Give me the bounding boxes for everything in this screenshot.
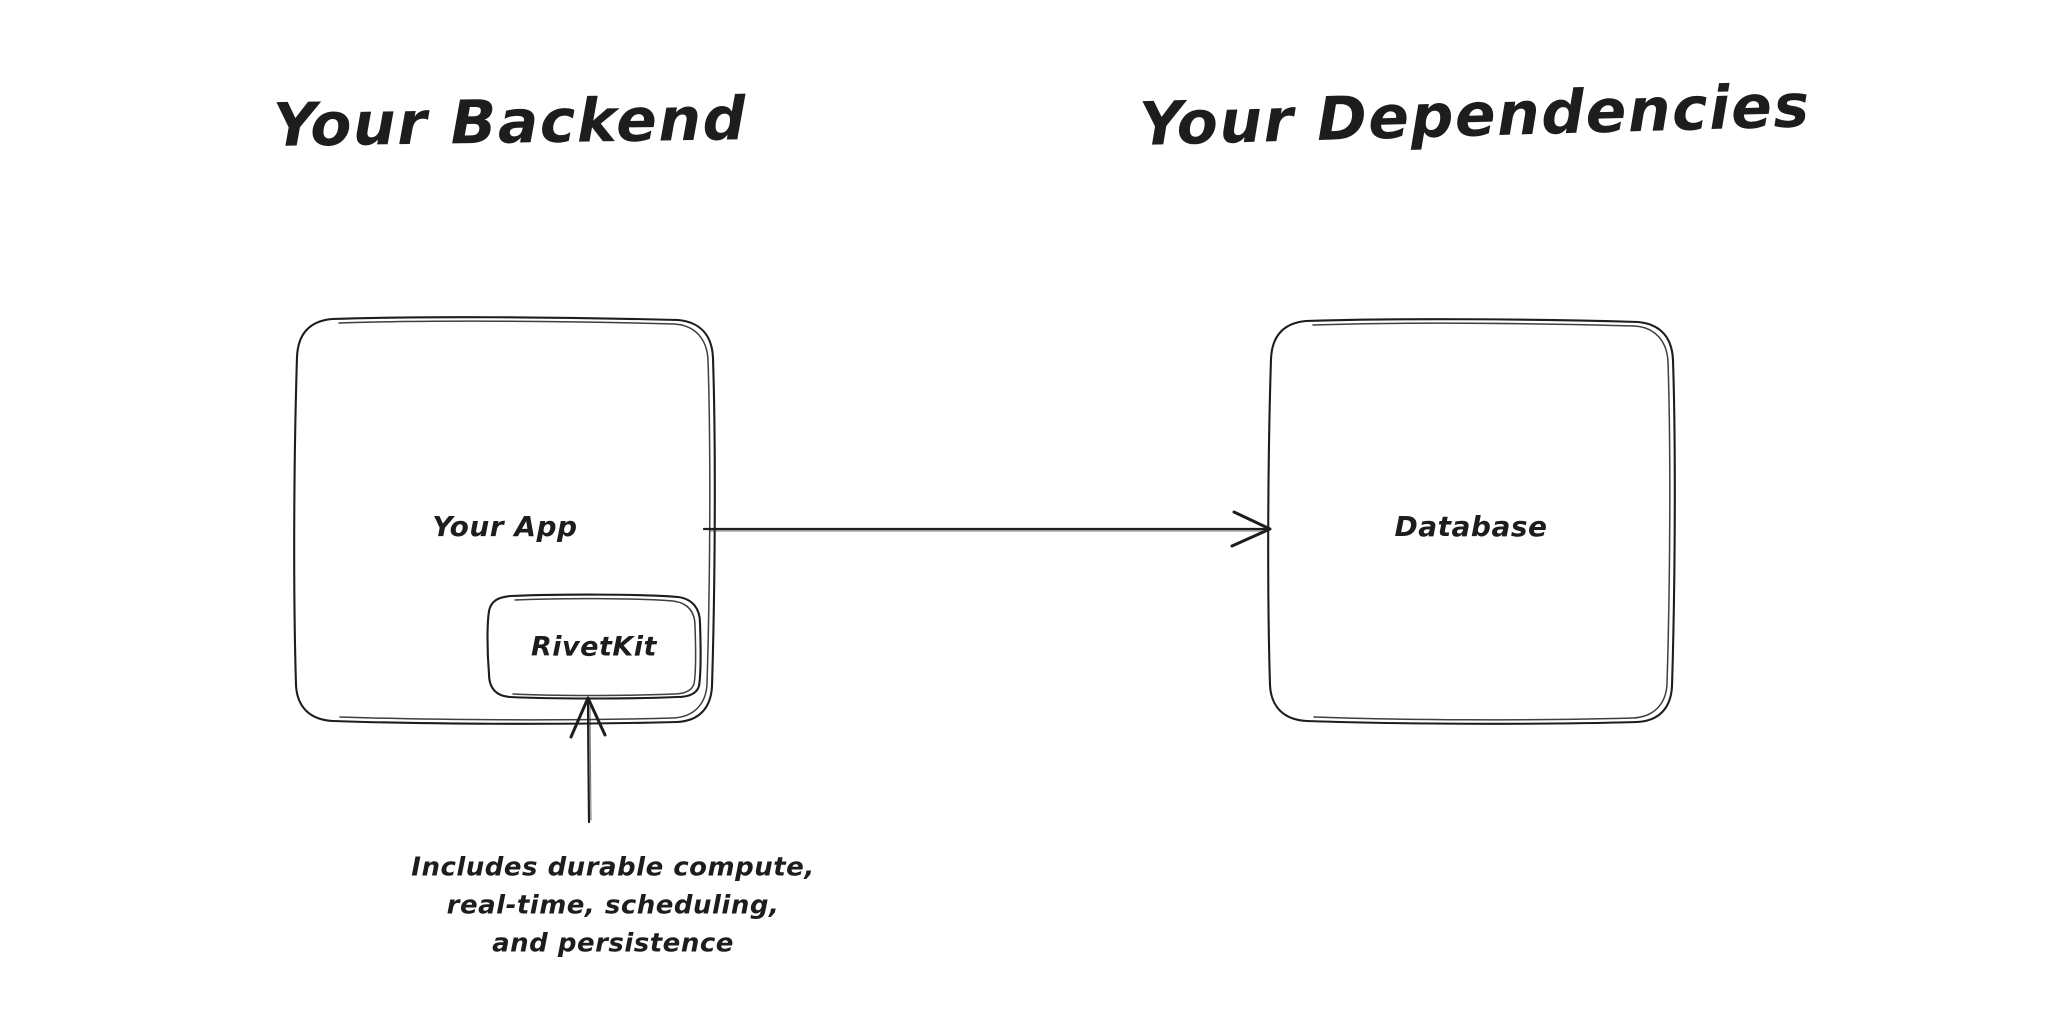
edge-app-to-database-arrowhead (1230, 510, 1272, 548)
caption-block: Includes durable compute, real-time, sch… (411, 853, 814, 959)
title-your-dependencies-label: Your Dependencies (1138, 71, 1811, 160)
your-app-box-sketch-overlay (338, 320, 711, 721)
rivetkit-box[interactable]: RivetKit (486, 593, 702, 700)
rivetkit-box-outline (486, 593, 702, 700)
title-your-backend-label: Your Backend (272, 84, 747, 161)
rivetkit-box-sketch-overlay (512, 597, 697, 697)
title-your-backend: Your Backend (272, 84, 747, 161)
edge-app-to-database (702, 510, 1272, 548)
caption-line-2: real-time, scheduling, (447, 891, 780, 921)
database-box-outline (1267, 318, 1676, 725)
edge-caption-to-rivetkit-line-sketch (589, 701, 592, 821)
edge-caption-to-rivetkit (569, 696, 607, 824)
title-your-dependencies: Your Dependencies (1138, 71, 1811, 160)
edge-caption-to-rivetkit-line (586, 698, 591, 824)
rivetkit-label: RivetKit (531, 632, 658, 663)
caption-line-3: and persistence (492, 929, 734, 959)
edge-app-to-database-line-sketch (709, 530, 1266, 532)
edge-caption-to-rivetkit-arrowhead (569, 696, 607, 739)
database-box-sketch-overlay (1312, 322, 1671, 721)
caption-line-1: Includes durable compute, (411, 853, 814, 883)
database-box[interactable]: Database (1267, 318, 1676, 725)
edge-app-to-database-line (702, 527, 1270, 531)
database-label: Database (1394, 510, 1547, 543)
your-app-label: Your App (432, 510, 577, 543)
